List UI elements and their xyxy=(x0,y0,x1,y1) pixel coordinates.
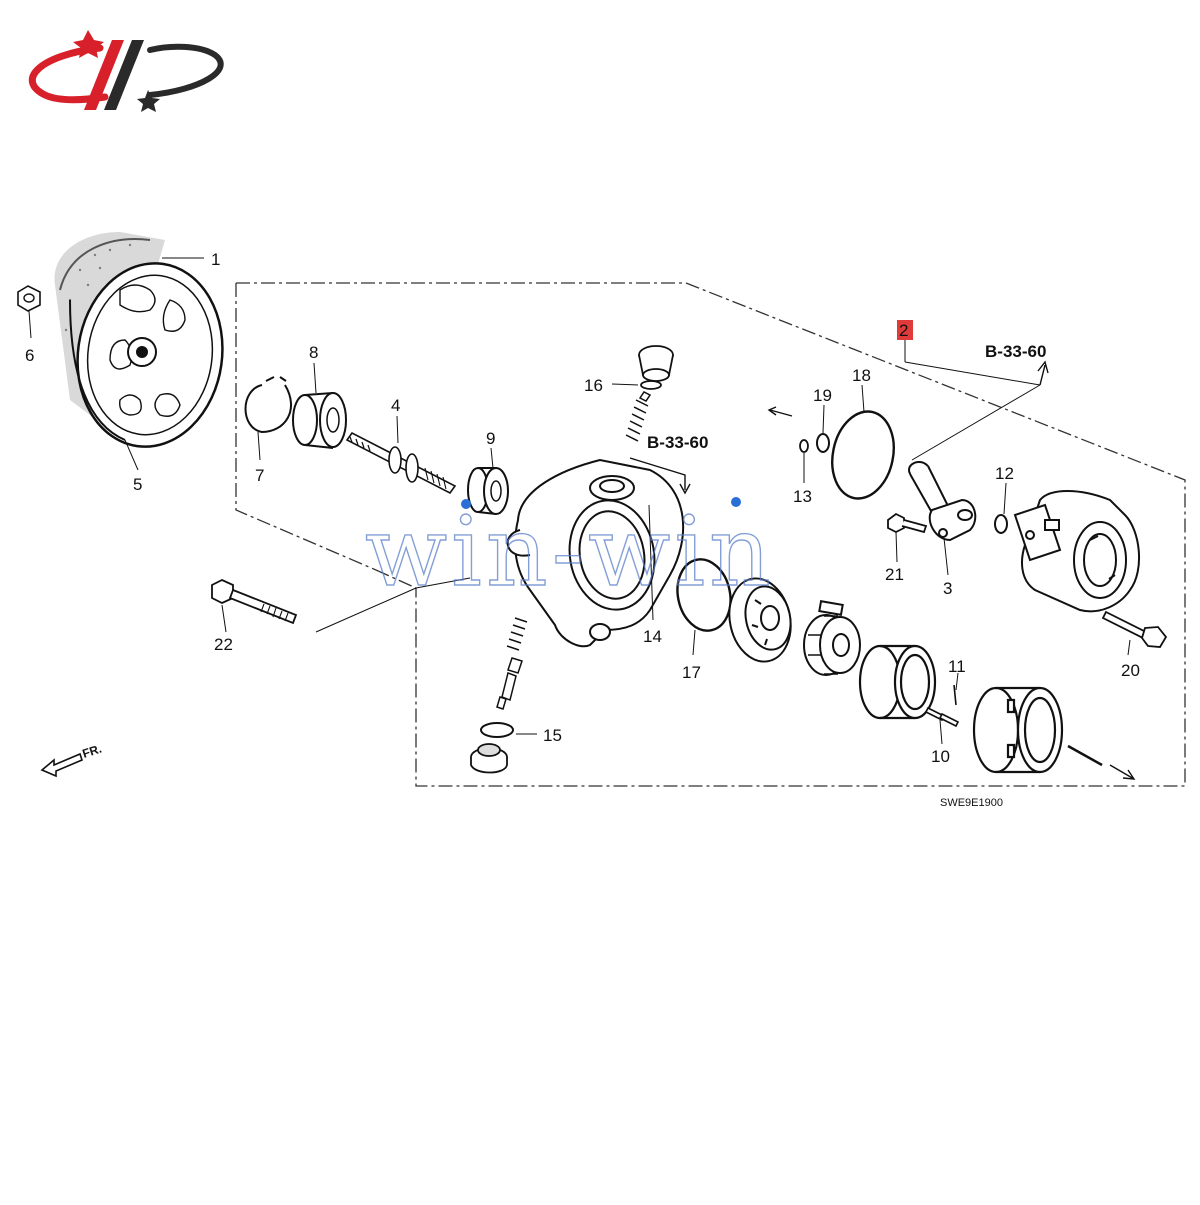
oring-part-18 xyxy=(831,410,895,500)
plug-top xyxy=(638,345,674,390)
pump-housing xyxy=(506,458,685,648)
marker-dot xyxy=(461,499,471,509)
brand-logo xyxy=(29,30,224,112)
label-part-12: 12 xyxy=(995,464,1014,483)
rotor xyxy=(803,600,861,676)
label-part-19: 19 xyxy=(813,386,832,405)
washer-part-19 xyxy=(816,433,830,453)
label-part-17: 17 xyxy=(682,663,701,682)
highlight-part-2 xyxy=(897,320,913,340)
label-part-2: 2 xyxy=(899,321,908,340)
marker-dot xyxy=(731,497,741,507)
rear-housing xyxy=(1013,490,1141,613)
reference-b-33-60-center: B-33-60 xyxy=(647,433,708,452)
bearing-part-9 xyxy=(461,467,509,515)
label-part-9: 9 xyxy=(486,429,495,448)
arrow-left-icon xyxy=(40,752,83,778)
oring-part-16 xyxy=(640,380,662,390)
oring-part-12 xyxy=(994,514,1008,534)
side-plate xyxy=(728,577,792,663)
bearing-part-8 xyxy=(292,392,347,449)
valve-spring-top xyxy=(625,391,652,442)
label-part-8: 8 xyxy=(309,343,318,362)
label-part-13: 13 xyxy=(793,487,812,506)
cam-ring xyxy=(858,644,937,720)
snap-ring-part-7 xyxy=(244,376,292,434)
label-part-11: 11 xyxy=(948,657,966,676)
label-part-5: 5 xyxy=(133,475,142,494)
label-part-16: 16 xyxy=(584,376,603,395)
label-part-3: 3 xyxy=(943,579,952,598)
nut-part-6 xyxy=(17,285,41,339)
front-label: FR. xyxy=(81,742,104,761)
shaft-part-4 xyxy=(345,431,457,495)
label-part-22: 22 xyxy=(214,635,233,654)
reference-b-33-60-right: B-33-60 xyxy=(985,342,1046,361)
label-part-18: 18 xyxy=(852,366,871,385)
pins-part-10-11 xyxy=(924,684,960,728)
front-direction-indicator: FR. xyxy=(40,742,104,778)
diagram-code: SWE9E1900 xyxy=(940,797,1003,809)
oring-part-15 xyxy=(480,722,514,738)
bolt-part-21 xyxy=(887,512,928,534)
label-part-21: 21 xyxy=(885,565,904,584)
part-labels: 1 2 3 4 5 6 7 8 9 10 11 12 13 14 15 16 1… xyxy=(25,250,1140,766)
oring-part-17 xyxy=(676,558,732,632)
label-part-6: 6 xyxy=(25,346,34,365)
label-part-20: 20 xyxy=(1121,661,1140,680)
bolt-part-22 xyxy=(211,579,298,625)
washer-part-13 xyxy=(799,439,809,453)
leader-lines xyxy=(124,257,1131,745)
pulley-part-5 xyxy=(54,232,224,448)
pin-rear xyxy=(1067,744,1103,767)
plug-bottom xyxy=(470,743,508,774)
valve-spring-lower xyxy=(496,617,528,710)
bolt-part-20 xyxy=(1101,610,1168,648)
assembly-boundary xyxy=(235,282,1186,787)
label-part-7: 7 xyxy=(255,466,264,485)
watermark-text: win-win xyxy=(365,496,775,608)
rear-cover xyxy=(972,686,1064,774)
label-part-4: 4 xyxy=(391,396,400,415)
reference-arrows xyxy=(629,360,1136,780)
label-part-10: 10 xyxy=(931,747,950,766)
label-part-14: 14 xyxy=(643,627,662,646)
label-part-1: 1 xyxy=(211,250,220,269)
label-part-15: 15 xyxy=(543,726,562,745)
inlet-pipe-part-3 xyxy=(908,461,977,542)
